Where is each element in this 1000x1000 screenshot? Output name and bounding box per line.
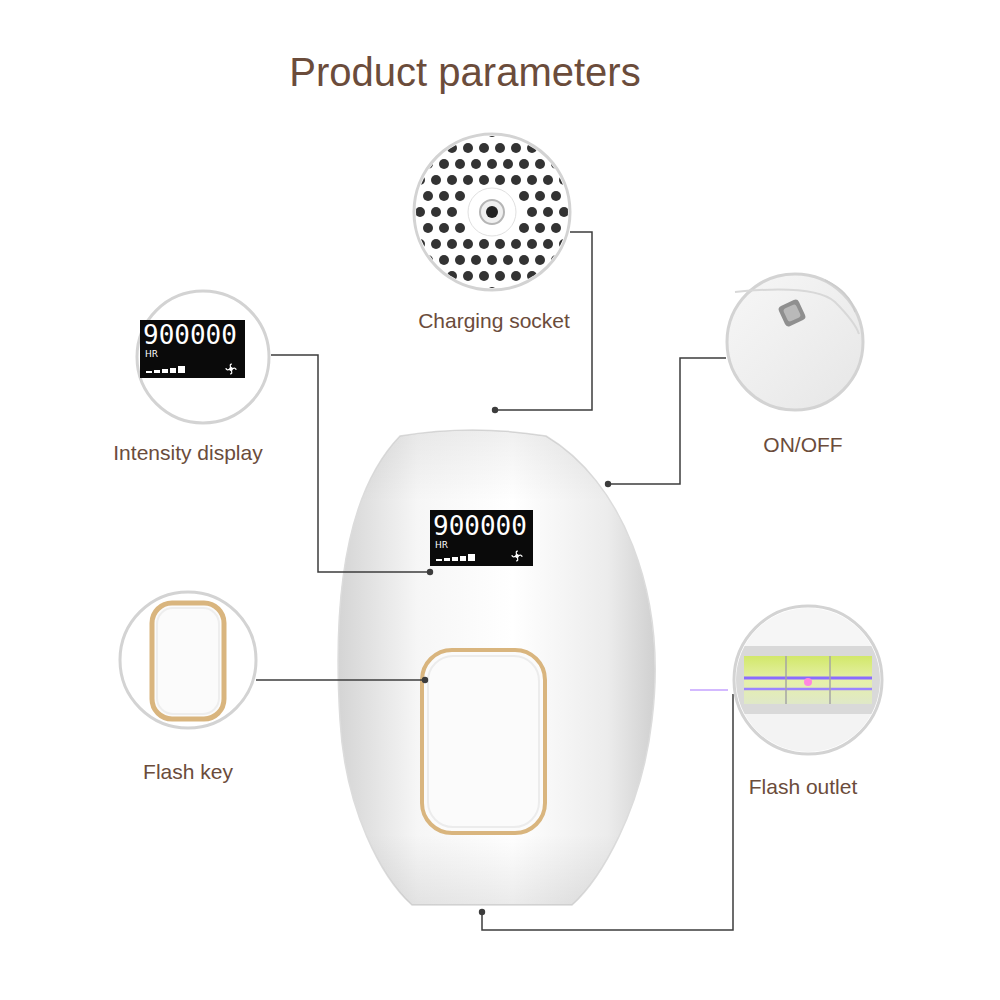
callout-circle: 900000HRIntensity display [135,289,271,425]
flash-key-inner [428,656,539,827]
callout-outline [725,272,865,412]
part-label: Charging socket [418,310,570,331]
device-body [338,430,655,905]
leader-line [482,694,733,930]
fan-icon [512,551,522,561]
callout-circle: Flash outlet [732,604,884,756]
display-mode: HR [435,541,448,550]
callout-outline [412,132,572,292]
flash-key-button [422,650,545,833]
leader-dots [422,407,611,915]
leader-line [256,679,422,681]
title: Product parameters [289,52,640,92]
leader-line [611,358,726,484]
part-label: ON/OFF [763,434,842,455]
display-digits: 900000 [433,513,527,539]
leader-lines [256,232,733,930]
part-label: Flash key [143,761,233,782]
light-streak [690,689,728,691]
callout-circle: Charging socket [412,132,572,292]
part-label: Flash outlet [749,776,858,797]
callout-outline [732,604,884,756]
callout-circle: ON/OFF [725,272,865,412]
device-display [430,510,533,566]
leader-line [271,355,433,572]
display-digits: 900000 [143,322,237,348]
part-label: Intensity display [113,442,262,463]
callout-outline [118,590,258,730]
device-shade [338,430,655,905]
display-mode: HR [145,350,158,359]
intensity-bars [436,554,475,561]
callout-circle: Flash key [118,590,258,730]
